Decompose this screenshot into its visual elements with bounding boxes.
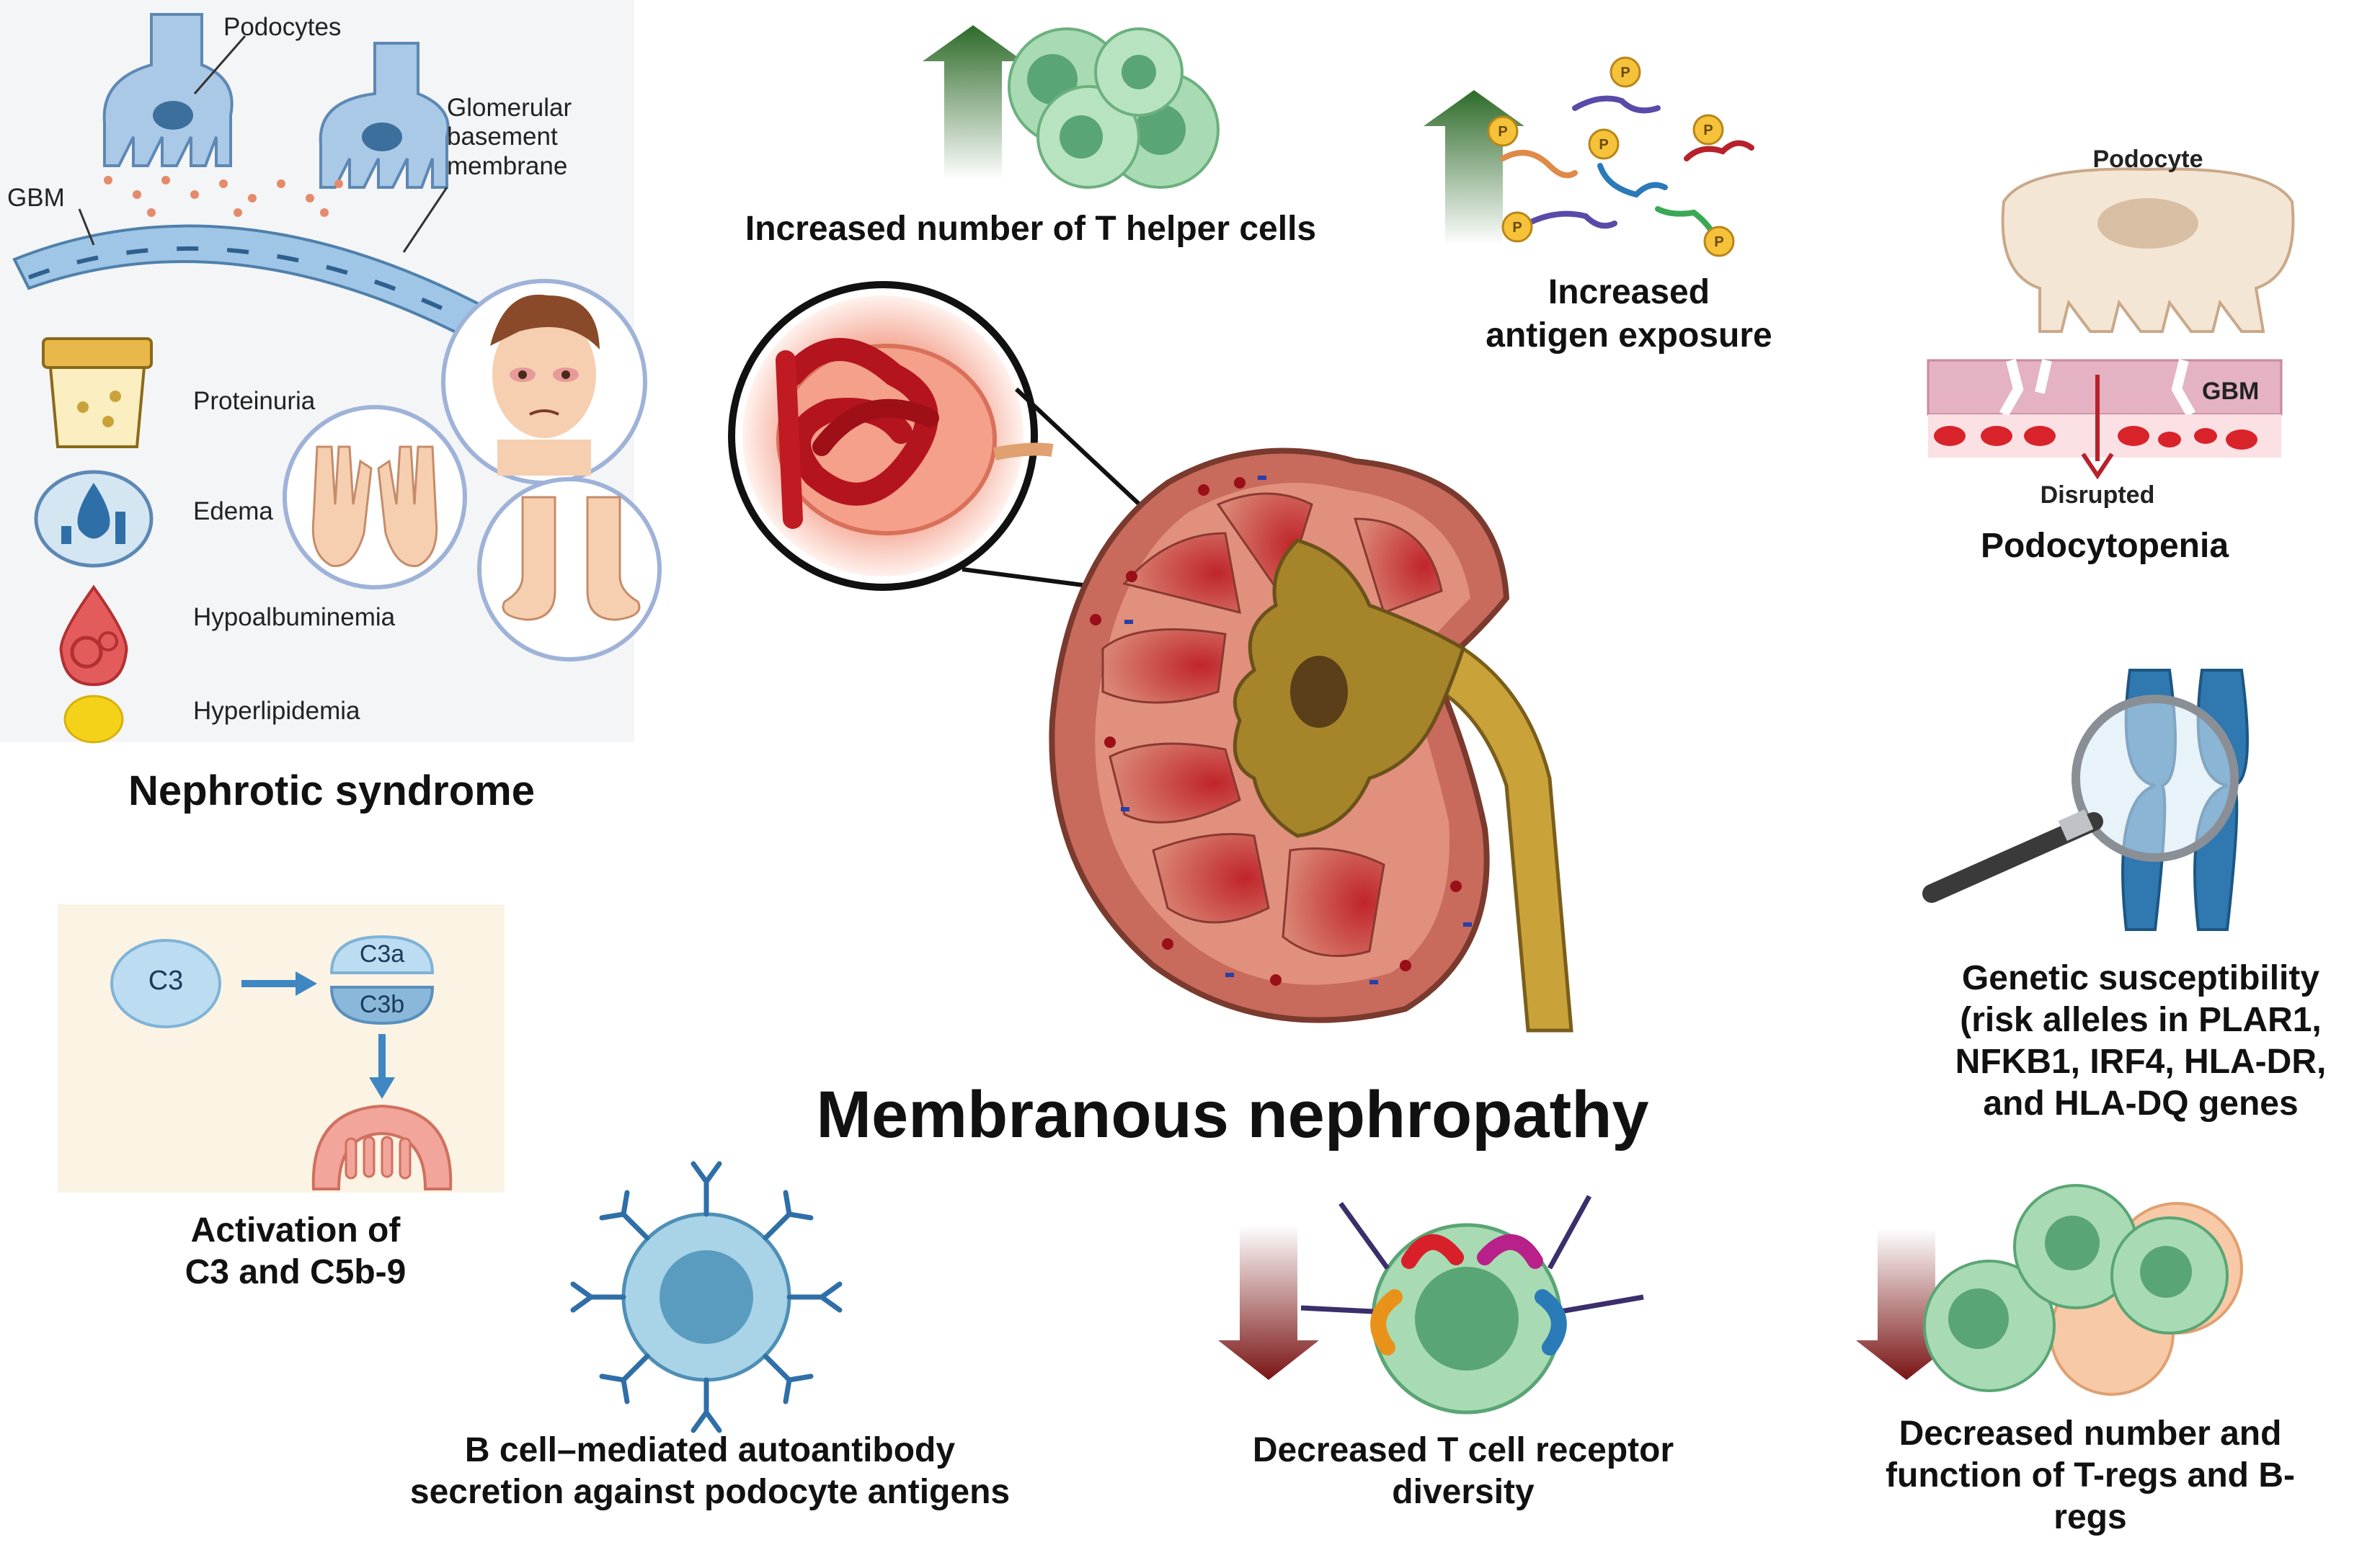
disrupted-label: Disrupted [2040,481,2155,509]
tregs-line2: function of T-regs and B- [1886,1456,2295,1495]
gbm-pointer [78,208,95,246]
urine-cup-icon [42,337,153,448]
tcr-illustration [1218,1195,1644,1415]
tregs-illustration [1856,1184,2243,1396]
phospho-label: P [1620,65,1630,81]
magnifier-icon [2072,695,2239,862]
gbm-disruption [1999,359,2052,417]
podocytopenia-heading: Podocytopenia [1980,527,2229,565]
phospho-label: P [1714,234,1723,250]
complement-panel [58,904,505,1193]
genetic-illustration [1922,669,2249,931]
genetic-line1: Genetic susceptibility [1961,959,2320,997]
phosphate-badges [1487,56,1735,257]
bcell-line2: secretion against podocyte antigens [409,1473,1011,1511]
red-blood-cells [1934,426,2257,450]
podocyte-nucleus [153,101,193,130]
c3b-label: C3b [359,991,405,1018]
podocytes-label: Podocytes [223,13,342,41]
protein-leak-dots [104,176,343,217]
podocyte-right [319,42,450,189]
mac-complex-icon [311,1104,453,1190]
b-cell-illustration [570,1161,843,1433]
bcell-line1: B cell–mediated autoantibody [464,1431,956,1469]
podocyte-left [102,13,234,167]
podocytopenia-illustration [1927,167,2295,480]
complement-line1: Activation of [190,1211,401,1250]
glomerulus-inset [728,281,1188,600]
down-arrow-icon [1218,1225,1319,1380]
c3b-fragment [329,986,435,1025]
tcr-receptors [1300,1195,1644,1314]
glomerular-membrane-label: Glomerular basement membrane [447,94,572,180]
patient-face-circle [441,279,647,485]
phospho-label: P [1599,137,1608,153]
genetic-line4: and HLA-DQ genes [1983,1084,2299,1123]
c3a-fragment [329,935,435,974]
nephrotic-heading: Nephrotic syndrome [128,767,535,814]
t-helper-label: Increased number of T helper cells [745,210,1317,248]
ureter [1439,646,1573,1033]
podo-gbm-label: GBM [2202,378,2260,405]
lipid-droplet-icon [63,695,124,744]
edema-icon [34,470,154,568]
symptom-hypoalbuminemia: Hypoalbuminemia [193,603,396,631]
antibody-icons [570,1161,843,1433]
renal-pelvis [1233,538,1466,838]
phospho-label: P [1512,220,1522,236]
blood-drop-icon [59,584,128,687]
podocytes-pointer [193,35,247,94]
c3-bubble [110,939,221,1028]
page-title: Membranous nephropathy [816,1078,1649,1152]
kidney-illustration [1049,447,1573,1033]
symptom-edema: Edema [193,497,273,525]
swollen-feet-circle [477,477,662,662]
podocyte-nucleus-2 [362,123,402,151]
nephrotic-panel [0,0,662,744]
tcr-line1: Decreased T cell receptor [1252,1431,1674,1469]
symptom-proteinuria: Proteinuria [193,387,316,415]
gbm-texture [27,246,477,326]
receptor-arcs [1370,1234,1567,1355]
antigen-illustration: P P P P P P [1424,56,1754,257]
podocyte-label: Podocyte [2092,146,2203,173]
tcr-line2: diversity [1392,1473,1535,1511]
swollen-hands-circle [283,405,467,589]
phospho-label: P [1498,124,1507,140]
t-helper-illustration [923,25,1220,189]
symptom-hyperlipidemia: Hyperlipidemia [193,697,360,725]
tregs-line1: Decreased number and [1899,1415,2282,1453]
interlobar-vessels [1090,477,1462,986]
phospho-label: P [1703,123,1713,138]
genetic-line2: (risk alleles in PLAR1, [1960,1001,2322,1039]
c3a-label: C3a [359,940,405,968]
blue-vessels [1121,476,1472,984]
phospho-letters: P P P P P P [1498,65,1723,250]
complement-line2: C3 and C5b-9 [185,1253,407,1291]
glomerular-pointer [402,187,448,253]
antigen-label-line2: antigen exposure [1486,316,1772,355]
genetic-line3: NFKB1, IRF4, HLA-DR, [1955,1043,2327,1081]
antigen-label-line1: Increased [1548,273,1710,311]
gbm-label: GBM [7,184,65,212]
peptide-fragments [1500,95,1754,241]
tregs-line3: regs [2053,1498,2127,1536]
podocyte-body [2001,167,2295,333]
up-arrow-icon [923,25,1024,180]
c3-label: C3 [148,966,184,996]
